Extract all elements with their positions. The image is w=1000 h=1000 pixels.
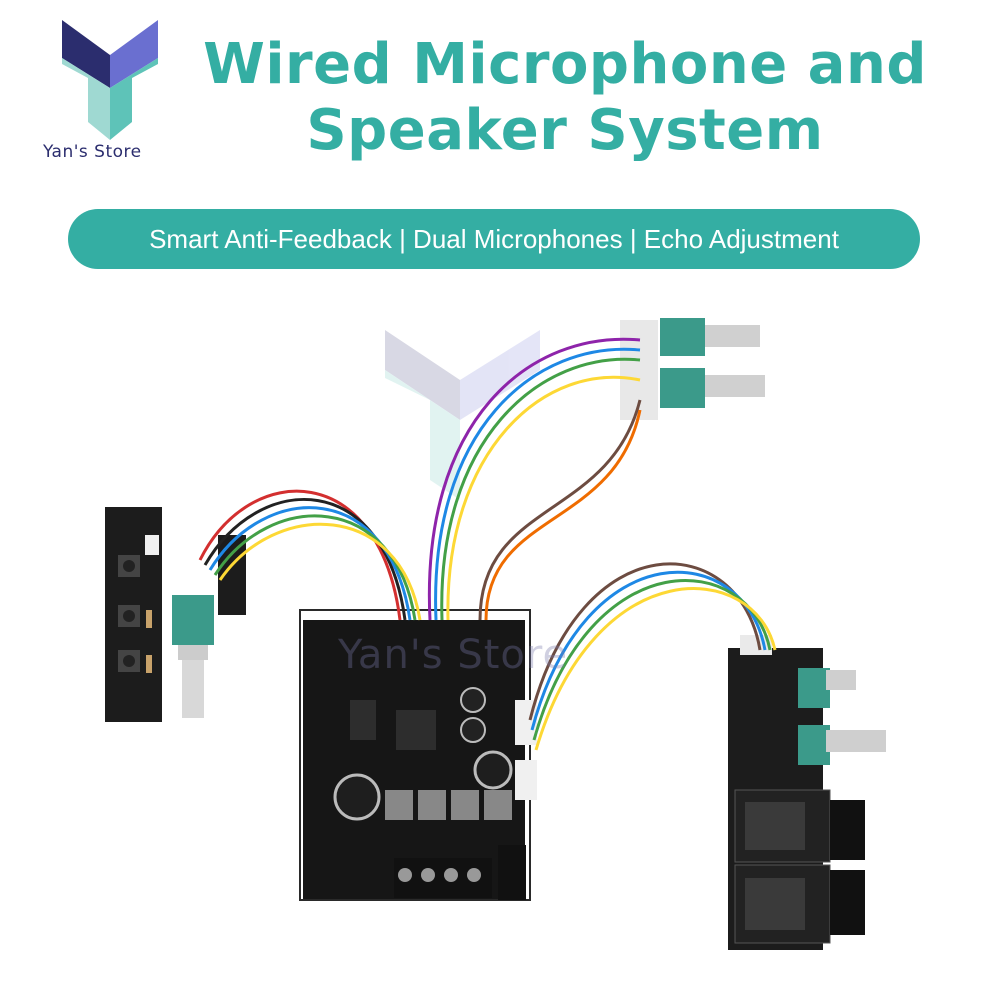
right-mic-board [728, 635, 886, 950]
title-line-2: Speaker System [306, 98, 824, 163]
product-photo [105, 318, 886, 950]
page-title: Wired Microphone and Speaker System [150, 32, 980, 164]
store-logo-icon [62, 20, 158, 140]
top-potentiometer-board [620, 318, 765, 420]
connector-wires [198, 337, 777, 751]
store-name: Yan's Store [43, 142, 142, 162]
main-amplifier-board [299, 609, 537, 901]
title-line-1: Wired Microphone and [203, 32, 927, 97]
features-text: Smart Anti-Feedback | Dual Microphones |… [149, 224, 839, 254]
watermark-logo-icon [385, 330, 540, 500]
features-banner: Smart Anti-Feedback | Dual Microphones |… [68, 209, 920, 269]
left-button-board [105, 507, 162, 722]
watermark-text: Yan's Store [338, 632, 569, 678]
